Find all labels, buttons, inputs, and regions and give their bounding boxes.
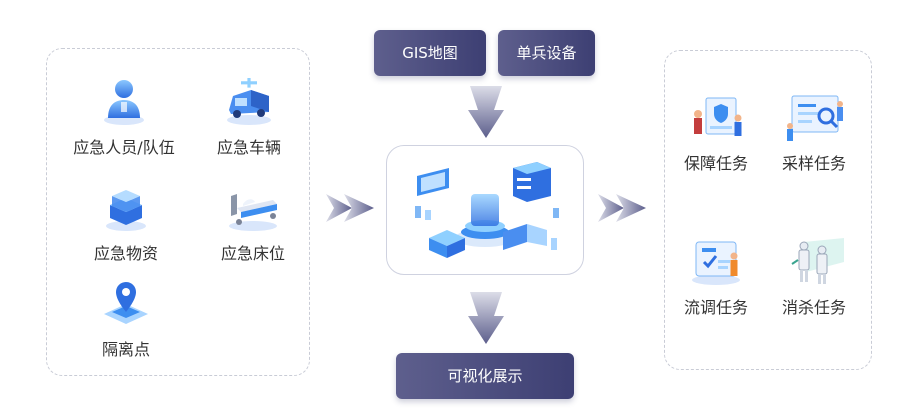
disinfection-task-icon <box>791 238 844 284</box>
gis-map-button[interactable]: GIS地图 <box>374 30 486 76</box>
data-platform-icon <box>415 162 559 258</box>
resource-item-beds: 应急床位 <box>208 178 298 264</box>
resource-item-personnel: 应急人员/队伍 <box>62 72 186 158</box>
location-pin-icon <box>104 282 148 324</box>
visualization-hub <box>386 145 584 275</box>
survey-task-icon <box>692 241 740 285</box>
person-icon <box>104 80 144 125</box>
task-item-survey: 流调任务 <box>676 234 756 318</box>
arrow-down-icon <box>468 86 504 138</box>
resource-label: 隔离点 <box>101 340 150 359</box>
visual-display-button[interactable]: 可视化展示 <box>396 353 574 399</box>
support-task-icon <box>694 97 742 136</box>
arrow-right-icon <box>326 194 374 222</box>
task-item-support: 保障任务 <box>676 92 756 174</box>
bed-icon <box>229 194 277 231</box>
single-device-button[interactable]: 单兵设备 <box>498 30 595 76</box>
resource-item-vehicles: 应急车辆 <box>198 72 300 158</box>
resource-item-supplies: 应急物资 <box>78 178 174 264</box>
task-label: 流调任务 <box>683 298 748 317</box>
arrow-right-icon <box>598 194 646 222</box>
sampling-task-icon <box>787 95 843 141</box>
resource-label: 应急床位 <box>220 244 285 263</box>
task-label: 保障任务 <box>683 154 748 173</box>
arrow-down-icon <box>468 292 504 344</box>
task-item-disinfection: 消杀任务 <box>774 234 854 318</box>
resource-item-isolation-site: 隔离点 <box>88 278 164 360</box>
resource-label: 应急物资 <box>93 244 158 263</box>
vehicle-icon <box>227 78 271 125</box>
task-label: 消杀任务 <box>781 298 846 317</box>
resource-label: 应急人员/队伍 <box>73 138 175 157</box>
task-label: 采样任务 <box>781 154 846 173</box>
resource-label: 应急车辆 <box>216 138 281 157</box>
supplies-icon <box>106 190 146 231</box>
task-item-sampling: 采样任务 <box>774 92 854 174</box>
